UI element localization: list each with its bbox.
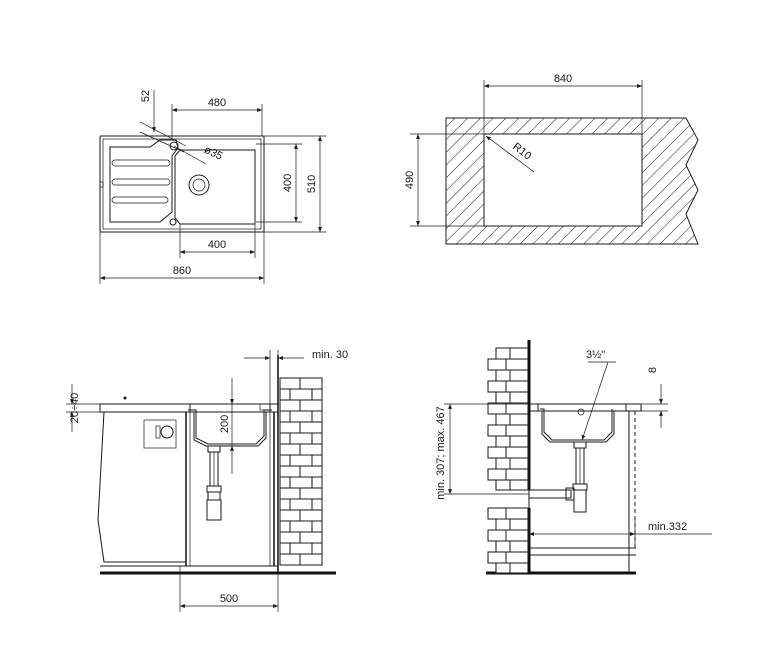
sink-bowl [174, 149, 256, 225]
drain-pipe-left [206, 445, 222, 521]
drain-icon [188, 174, 210, 196]
side-view-left: 20÷40 200 min. 30 500 [66, 349, 348, 612]
dim-400-side: 400 [282, 174, 294, 192]
dim-8: 8 [647, 367, 659, 373]
dim-20-40: 20÷40 [69, 393, 81, 424]
dim-dia35: ø35 [202, 144, 224, 163]
dim-range: min. 307; max. 467 [435, 406, 447, 500]
dim-200: 200 [219, 415, 231, 433]
overflow-icon [169, 218, 177, 226]
top-view: 52 480 ø35 400 510 400 860 [99, 90, 326, 284]
dim-min332: min.332 [648, 521, 687, 533]
dim-490: 490 [404, 171, 416, 189]
dim-480: 480 [208, 97, 226, 109]
countertop-left [99, 403, 279, 413]
dim-840: 840 [554, 73, 572, 85]
dim-r10: R10 [510, 141, 533, 163]
dim-min30: min. 30 [312, 349, 348, 361]
brick-wall-right [487, 347, 529, 574]
dim-860: 860 [173, 265, 191, 277]
dim-thread: 3½" [586, 349, 605, 361]
drainer-board [109, 139, 179, 223]
side-view-right: 3½" 8 min. 307; max. 467 min.332 [435, 340, 712, 575]
cutout-view: 840 490 R10 [404, 73, 699, 245]
sink-bowl-section-right [537, 404, 627, 443]
appliance-cabinet [97, 411, 187, 563]
dim-400-bottom: 400 [208, 239, 226, 251]
dim-52: 52 [140, 90, 152, 102]
dim-510: 510 [306, 175, 318, 193]
cutout-opening [483, 133, 643, 227]
drain-pipe-right [528, 441, 588, 513]
countertop-right [528, 403, 642, 412]
dim-500: 500 [220, 593, 238, 605]
brick-wall-left [279, 377, 323, 566]
